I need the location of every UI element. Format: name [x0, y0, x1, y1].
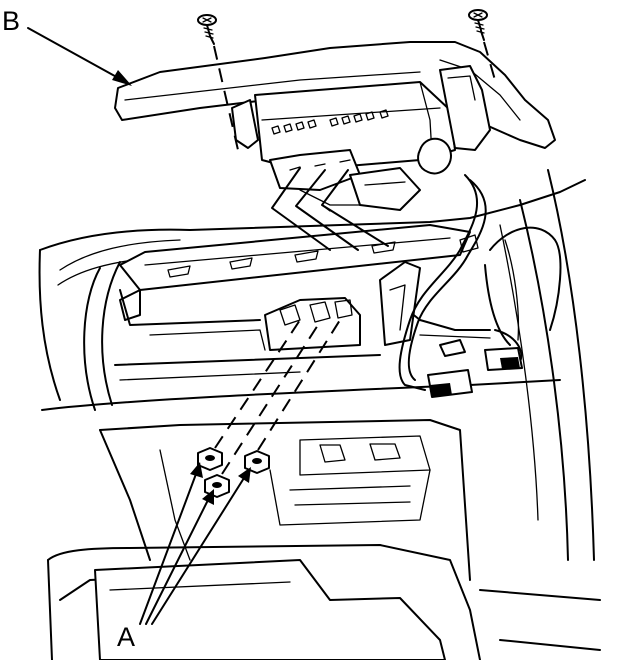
callout-label-b: B: [2, 6, 21, 36]
callout-b-leader: [27, 27, 132, 86]
dash-mounting-bracket: [119, 224, 471, 351]
dashboard: [38, 169, 595, 561]
stud-guide-lines: [271, 167, 389, 251]
nut-1: [197, 447, 223, 471]
nut-2: [244, 450, 270, 474]
screw-right: [468, 9, 488, 41]
airbag-module: [114, 41, 556, 211]
glove-box-area: [47, 419, 601, 660]
wiring-harness: [398, 174, 523, 398]
screw-left: [197, 14, 217, 45]
nut-alignment-lines: [214, 319, 341, 475]
screw-alignment-lines: [213, 41, 496, 151]
callout-label-a: A: [117, 622, 136, 652]
callout-a-leaders: [139, 462, 251, 625]
